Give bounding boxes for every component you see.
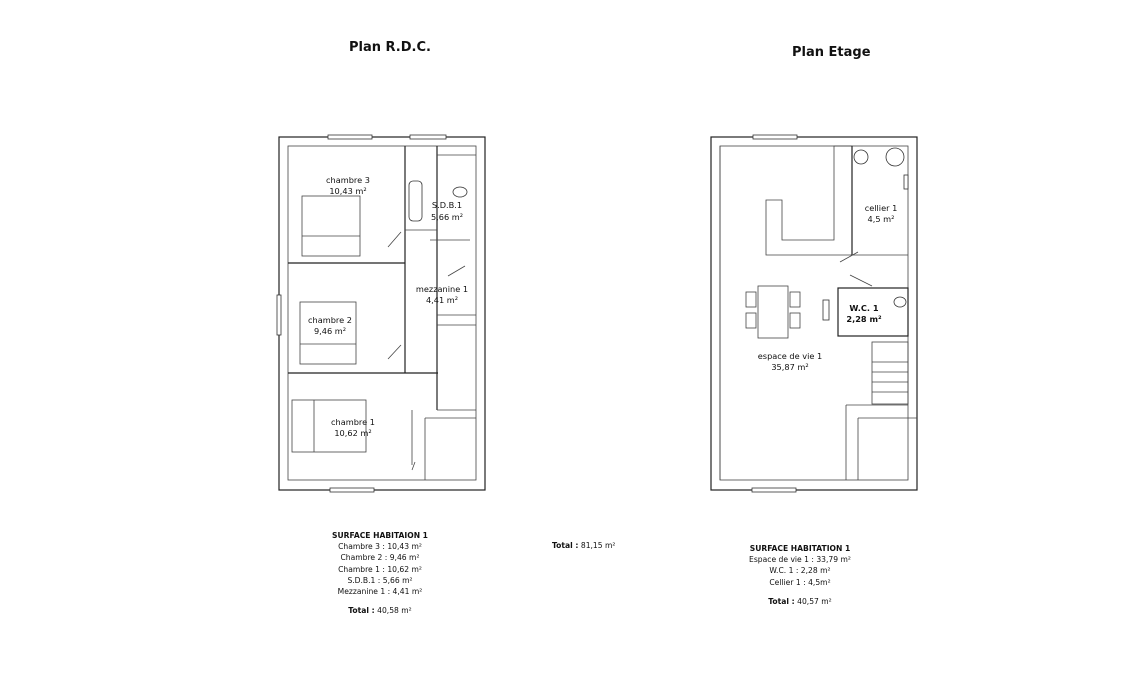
summary-line: Chambre 2 : 9,46 m² xyxy=(340,553,420,563)
upper-surface-summary: SURFACE HABITATION 1 Espace de vie 1 : 3… xyxy=(740,543,860,607)
upper-floor-plan xyxy=(710,134,918,493)
summary-total-label: Total : xyxy=(348,606,375,616)
room-name-espace1: espace de vie 1 xyxy=(758,351,822,361)
grand-total: Total : 81,15 m² xyxy=(552,541,615,550)
room-name-mezzanine1: mezzanine 1 xyxy=(416,284,468,294)
summary-line: S.D.B.1 : 5,66 m² xyxy=(347,575,413,585)
ground-room-labels: chambre 3 10,43 m² S.D.B.1 5,66 m² mezza… xyxy=(308,175,468,438)
summary-total: Total : 40,57 m² xyxy=(740,596,860,607)
room-area-chambre2: 9,46 m² xyxy=(314,326,346,336)
grand-total-value: 81,15 m² xyxy=(580,541,616,550)
room-area-mezzanine1: 4,41 m² xyxy=(426,295,458,305)
summary-total-value: 40,58 m² xyxy=(377,606,412,616)
summary-line: Espace de vie 1 : 33,79 m² xyxy=(749,555,851,565)
room-area-chambre1: 10,62 m² xyxy=(334,428,371,438)
room-name-wc1: W.C. 1 xyxy=(849,303,878,313)
room-name-chambre2: chambre 2 xyxy=(308,315,352,325)
room-name-cellier1: cellier 1 xyxy=(865,203,898,213)
summary-line: W.C. 1 : 2,28 m² xyxy=(769,566,831,576)
room-name-chambre3: chambre 3 xyxy=(326,175,370,185)
room-area-cellier1: 4,5 m² xyxy=(868,214,895,224)
upper-floor-title: Plan Etage xyxy=(792,45,871,60)
summary-line: Chambre 3 : 10,43 m² xyxy=(338,542,422,552)
summary-line: Cellier 1 : 4,5m² xyxy=(769,577,831,587)
room-area-espace1: 35,87 m² xyxy=(771,362,808,372)
ground-floor-plan xyxy=(276,134,486,493)
room-name-sdb1: S.D.B.1 xyxy=(432,200,462,210)
grand-total-label: Total : xyxy=(552,541,579,550)
upper-room-labels: cellier 1 4,5 m² W.C. 1 2,28 m² espace d… xyxy=(758,203,898,372)
summary-line: Chambre 1 : 10,62 m² xyxy=(338,564,422,574)
ground-floor-title: Plan R.D.C. xyxy=(349,40,431,55)
room-area-wc1: 2,28 m² xyxy=(846,314,882,324)
room-area-chambre3: 10,43 m² xyxy=(329,186,366,196)
room-name-chambre1: chambre 1 xyxy=(331,417,375,427)
summary-heading: SURFACE HABITATION 1 xyxy=(749,544,851,553)
summary-total: Total : 40,58 m² xyxy=(320,605,440,616)
summary-line: Mezzanine 1 : 4,41 m² xyxy=(337,587,423,597)
summary-heading: SURFACE HABITAION 1 xyxy=(332,531,428,540)
summary-total-label: Total : xyxy=(768,596,795,606)
summary-total-value: 40,57 m² xyxy=(797,596,832,606)
room-area-sdb1: 5,66 m² xyxy=(431,212,463,222)
ground-surface-summary: SURFACE HABITAION 1 Chambre 3 : 10,43 m²… xyxy=(320,530,440,616)
